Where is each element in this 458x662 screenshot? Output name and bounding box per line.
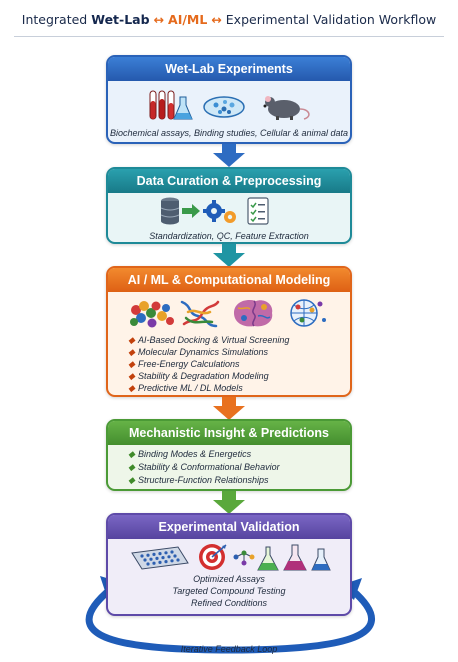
title-divider	[14, 36, 444, 37]
validation-line: Targeted Compound Testing	[172, 586, 286, 596]
lab-equipment-icon	[149, 90, 310, 120]
bullet-text: Binding Modes & Energetics	[138, 449, 252, 459]
stage-caption: Biochemical assays, Binding studies, Cel…	[109, 128, 349, 138]
bullet-text: Free-Energy Calculations	[138, 359, 240, 369]
validation-line: Optimized Assays	[193, 574, 265, 584]
stage-caption: Standardization, QC, Feature Extraction	[149, 231, 309, 241]
page-title: Integrated Wet-Lab ↔ AI/ML ↔ Experimenta…	[0, 12, 458, 27]
bullet-diamond-icon: ◆	[128, 462, 135, 472]
stage-title: Wet-Lab Experiments	[108, 57, 350, 81]
flow-arrow-1-icon	[213, 144, 245, 167]
stage-title: Data Curation & Preprocessing	[108, 169, 350, 193]
bullet-item: ◆Binding Modes & Energetics	[128, 448, 251, 460]
stage-wet-lab-experiments: Wet-Lab Experiments Biochemical assays, …	[106, 55, 352, 144]
bullet-diamond-icon: ◆	[128, 335, 135, 345]
stage-title: Experimental Validation	[108, 515, 350, 539]
title-part-validation: Experimental Validation Workflow	[225, 12, 437, 27]
bullet-text: Stability & Degradation Modeling	[138, 371, 269, 381]
title-arrow-2: ↔	[211, 12, 222, 27]
bullet-text: Molecular Dynamics Simulations	[138, 347, 269, 357]
bullet-text: Structure-Function Relationships	[138, 475, 269, 485]
stage-mechanistic-insight: Mechanistic Insight & Predictions ◆Bindi…	[106, 419, 352, 491]
flow-arrow-2-icon	[213, 244, 245, 267]
title-part-wetlab: Wet-Lab	[91, 12, 150, 27]
bullet-item: ◆Predictive ML / DL Models	[128, 382, 243, 394]
bullet-diamond-icon: ◆	[128, 359, 135, 369]
bullet-item: ◆Stability & Degradation Modeling	[128, 370, 269, 382]
bullet-item: ◆Molecular Dynamics Simulations	[128, 346, 268, 358]
stage-title: Mechanistic Insight & Predictions	[108, 421, 350, 445]
bullet-diamond-icon: ◆	[128, 383, 135, 393]
bullet-diamond-icon: ◆	[128, 371, 135, 381]
bullet-item: ◆Stability & Conformational Behavior	[128, 461, 280, 473]
flow-arrow-3-icon	[213, 397, 245, 420]
title-part-integrated: Integrated	[21, 12, 88, 27]
flow-arrow-4-icon	[213, 491, 245, 514]
molecular-models-icon	[130, 299, 326, 328]
feedback-loop-label: Iterative Feedback Loop	[180, 644, 278, 654]
validation-line: Refined Conditions	[190, 598, 268, 608]
bullet-item: ◆AI-Based Docking & Virtual Screening	[128, 334, 289, 346]
bullet-diamond-icon: ◆	[128, 449, 135, 459]
stage-data-curation: Data Curation & Preprocessing Standardiz…	[106, 167, 352, 244]
stage-experimental-validation: Experimental Validation Optimized Assays…	[106, 513, 352, 616]
bullet-text: AI-Based Docking & Virtual Screening	[138, 335, 290, 345]
bullet-text: Predictive ML / DL Models	[138, 383, 243, 393]
bullet-text: Stability & Conformational Behavior	[138, 462, 280, 472]
title-arrow-1: ↔	[153, 12, 165, 27]
bullet-diamond-icon: ◆	[128, 475, 135, 485]
validation-equipment-icon	[131, 544, 331, 571]
stage-title: AI / ML & Computational Modeling	[108, 268, 350, 292]
title-part-aiml: AI/ML	[168, 12, 208, 27]
bullet-item: ◆Structure-Function Relationships	[128, 474, 269, 486]
bullet-item: ◆Free-Energy Calculations	[128, 358, 240, 370]
stage-ai-ml-modeling: AI / ML & Computational Modeling ◆AI-Bas…	[106, 266, 352, 397]
bullet-diamond-icon: ◆	[128, 347, 135, 357]
data-processing-icon	[160, 197, 269, 225]
